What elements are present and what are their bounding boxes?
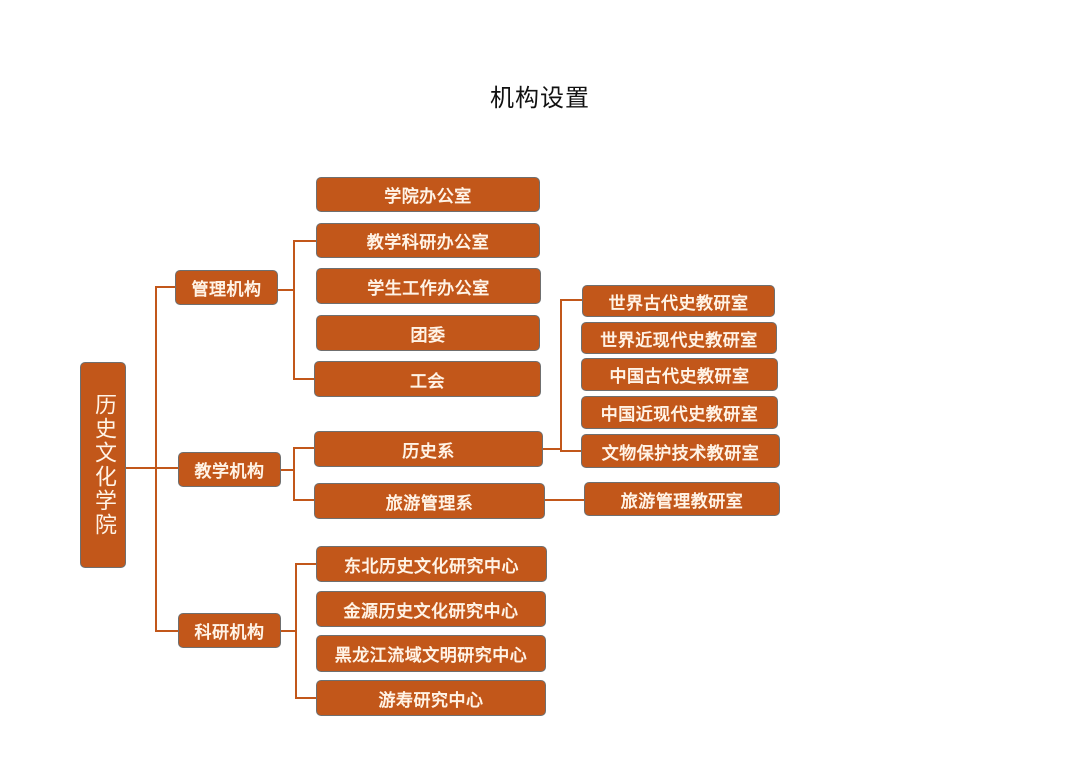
connector-line <box>560 299 582 301</box>
connector-line <box>293 240 295 380</box>
connector-line <box>126 467 178 469</box>
connector-line <box>278 289 295 291</box>
research-center-node: 游寿研究中心 <box>316 680 546 716</box>
office-node: 世界古代史教研室 <box>582 285 775 317</box>
connector-line <box>560 450 582 452</box>
connector-line <box>295 697 317 699</box>
department-node-history: 历史系 <box>314 431 543 467</box>
office-node: 世界近现代史教研室 <box>581 322 777 354</box>
connector-line <box>293 499 315 501</box>
connector-line <box>293 240 317 242</box>
root-node: 历史文化学院 <box>80 362 126 568</box>
research-center-node: 黑龙江流域文明研究中心 <box>316 635 546 672</box>
research-center-node: 金源历史文化研究中心 <box>316 591 546 627</box>
connector-line <box>281 469 295 471</box>
branch-node-management: 管理机构 <box>175 270 278 305</box>
connector-line <box>155 286 157 632</box>
connector-line <box>295 563 297 699</box>
connector-line <box>545 499 585 501</box>
connector-line <box>155 286 176 288</box>
org-node: 学院办公室 <box>316 177 540 212</box>
connector-line <box>293 447 295 501</box>
org-node: 教学科研办公室 <box>316 223 540 258</box>
org-node: 团委 <box>316 315 540 351</box>
connector-line <box>560 299 562 452</box>
connector-line <box>293 378 317 380</box>
connector-line <box>155 630 179 632</box>
office-node: 中国古代史教研室 <box>581 358 778 391</box>
connector-line <box>295 563 317 565</box>
office-node: 中国近现代史教研室 <box>581 396 778 429</box>
connector-line <box>543 448 562 450</box>
office-node: 文物保护技术教研室 <box>581 434 780 468</box>
branch-node-research: 科研机构 <box>178 613 281 648</box>
org-node: 工会 <box>314 361 541 397</box>
branch-node-teaching: 教学机构 <box>178 452 281 487</box>
research-center-node: 东北历史文化研究中心 <box>316 546 547 582</box>
department-node-tourism: 旅游管理系 <box>314 483 545 519</box>
office-node: 旅游管理教研室 <box>584 482 780 516</box>
page-title: 机构设置 <box>490 84 590 112</box>
connector-line <box>281 630 297 632</box>
connector-line <box>293 447 315 449</box>
org-node: 学生工作办公室 <box>316 268 541 304</box>
